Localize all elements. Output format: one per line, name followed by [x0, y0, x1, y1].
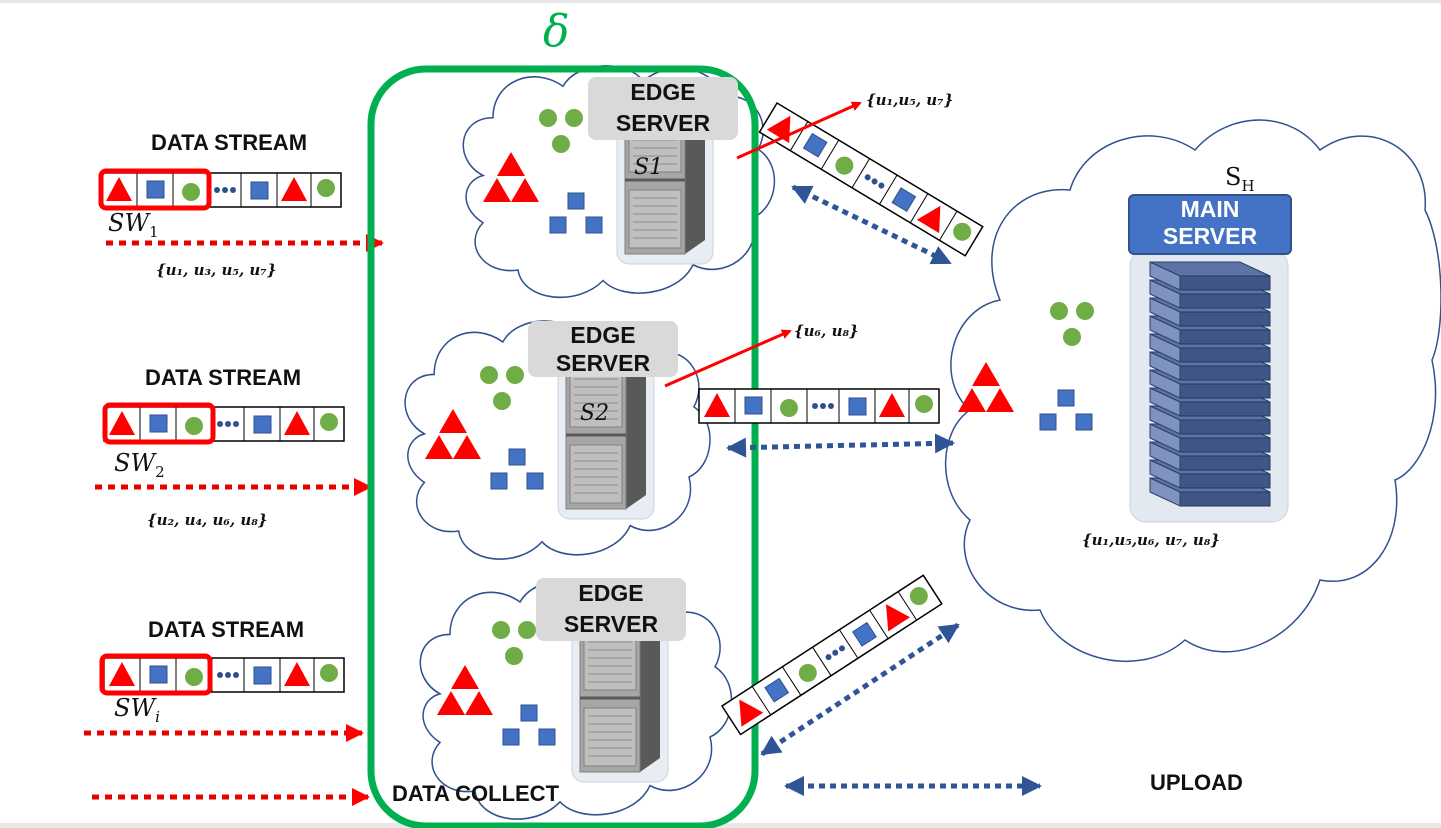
- main-rack-unit-front: [1179, 365, 1271, 381]
- main-server-rack: [1129, 249, 1289, 523]
- main-rack-unit-side: [1149, 423, 1181, 453]
- main-rack-unit-front: [1179, 491, 1271, 507]
- main-rack-unit-front: [1179, 383, 1271, 399]
- edge-server-box-2: EDGE SERVER: [528, 321, 678, 377]
- main-rack-unit-front: [1179, 329, 1271, 345]
- data-stream-bar-2: [103, 406, 345, 442]
- main-rack-unit-front: [1179, 437, 1271, 453]
- sliding-window-3: [99, 653, 213, 696]
- main-rack-unit-side: [1149, 405, 1181, 435]
- data-stream-bar-3: [103, 657, 345, 693]
- main-rack-unit-side: [1149, 477, 1181, 507]
- main-rack-unit-side: [1149, 315, 1181, 345]
- main-server-label-line2: SERVER: [1162, 223, 1258, 249]
- main-server-id: SH: [1225, 163, 1255, 195]
- forward-arrow-2: [664, 329, 792, 388]
- main-rack-unit-side: [1149, 441, 1181, 471]
- edge-server-box-1: EDGE SERVER: [588, 77, 738, 140]
- main-server-label-line1: MAIN: [1180, 196, 1240, 222]
- window-users-2: {u₂, u₄, u₆, u₈}: [147, 511, 268, 529]
- main-rack-unit-front: [1179, 419, 1271, 435]
- transfer-bar-1: [758, 102, 984, 257]
- main-rack-unit-side: [1149, 387, 1181, 417]
- edge-server-label-line1: EDGE: [630, 79, 696, 105]
- edge-server-label-line2: SERVER: [563, 611, 659, 637]
- transfer-bar-2: [698, 388, 940, 424]
- main-rack-unit-front: [1179, 311, 1271, 327]
- data-stream-title-3: DATA STREAM: [148, 617, 305, 642]
- forward-users-1: {u₁,u₅, u₇}: [866, 91, 954, 109]
- edge-server-label-line1: EDGE: [570, 322, 636, 348]
- data-stream-title-1: DATA STREAM: [151, 130, 308, 155]
- main-rack-unit-side: [1149, 459, 1181, 489]
- edge-server-label-line1: EDGE: [578, 580, 644, 606]
- sliding-window-1: [98, 168, 212, 211]
- main-rack-unit-side: [1149, 297, 1181, 327]
- data-collect-label: DATA COLLECT: [392, 781, 560, 806]
- main-rack-unit-front: [1179, 455, 1271, 471]
- data-stream-bar-1: [100, 172, 342, 208]
- window-label-1: SW1: [108, 209, 159, 241]
- edge-server-id-2: S2: [580, 401, 610, 426]
- main-server-users: {u₁,u₅,u₆, u₇, u₈}: [1082, 531, 1221, 549]
- main-rack-unit-side: [1149, 351, 1181, 381]
- main-rack-unit-side: [1149, 333, 1181, 363]
- main-server-box: MAIN SERVER: [1128, 194, 1292, 255]
- forward-users-2: {u₆, u₈}: [794, 322, 859, 340]
- sliding-window-2: [102, 402, 216, 445]
- main-rack-unit-side: [1149, 369, 1181, 399]
- main-rack-unit-side: [1149, 261, 1181, 291]
- edge-server-box-3: EDGE SERVER: [536, 578, 686, 641]
- upload-label: UPLOAD: [1150, 770, 1243, 795]
- forward-arrow-1: [736, 101, 862, 160]
- edge-server-label-line2: SERVER: [615, 110, 711, 136]
- delta-symbol: δ: [543, 6, 570, 57]
- data-stream-title-2: DATA STREAM: [145, 365, 302, 390]
- window-users-1: {u₁, u₃, u₅, u₇}: [156, 261, 277, 279]
- main-rack-unit-front: [1179, 275, 1271, 291]
- window-label-3: SWi: [114, 694, 160, 726]
- main-rack-unit-front: [1179, 293, 1271, 309]
- edge-server-id-1: S1: [634, 155, 664, 180]
- sync-arrow-1: [791, 184, 952, 266]
- main-rack-unit-front: [1179, 347, 1271, 363]
- main-rack-unit-front: [1179, 401, 1271, 417]
- sync-arrow-2: [726, 433, 955, 458]
- edge-server-label-line2: SERVER: [555, 350, 651, 376]
- main-rack-unit-front: [1179, 473, 1271, 489]
- top-border: [0, 0, 1441, 3]
- main-rack-unit-side: [1149, 279, 1181, 309]
- window-label-2: SW2: [114, 449, 165, 481]
